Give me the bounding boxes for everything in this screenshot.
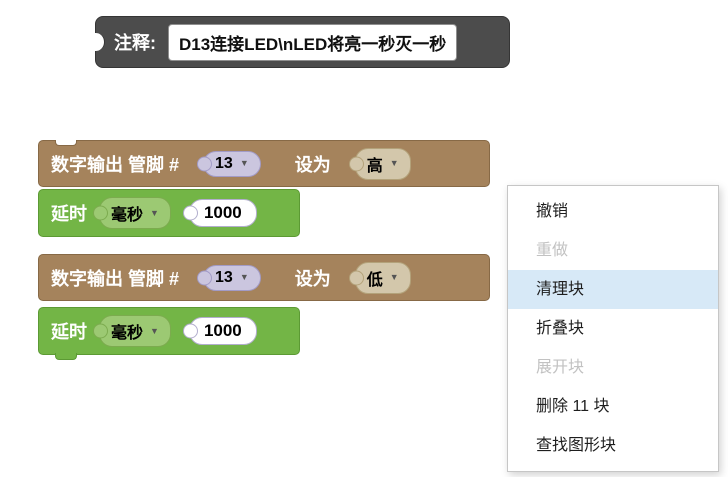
level-dropdown[interactable]: 高 ▼	[354, 147, 411, 180]
duration-field[interactable]: 1000	[188, 317, 257, 345]
duration-field[interactable]: 1000	[188, 199, 257, 227]
pin-value: 13	[215, 268, 233, 286]
menu-item-undo[interactable]: 撤销	[536, 203, 569, 220]
dropdown-arrow-icon: ▼	[150, 325, 159, 336]
block-digital-output-1[interactable]: 数字输出 管脚 # 13 ▼ 设为 高 ▼	[38, 140, 490, 187]
menu-item-redo: 重做	[536, 242, 569, 259]
menu-item-collapse-blocks[interactable]: 折叠块	[536, 320, 585, 337]
dropdown-arrow-icon: ▼	[389, 158, 399, 168]
delay-label: 延时	[51, 204, 87, 224]
block-digital-output-2[interactable]: 数字输出 管脚 # 13 ▼ 设为 低 ▼	[38, 254, 490, 301]
dropdown-arrow-icon: ▼	[389, 272, 399, 282]
comment-text-field[interactable]: D13连接LED\nLED将亮一秒灭一秒	[168, 23, 458, 61]
set-to-label: 设为	[294, 154, 331, 175]
comment-block[interactable]: 注释: D13连接LED\nLED将亮一秒灭一秒	[95, 16, 510, 68]
dropdown-arrow-icon: ▼	[239, 158, 249, 168]
pin-value: 13	[215, 154, 233, 172]
unit-value: 毫秒	[111, 207, 144, 224]
level-value: 高	[366, 157, 383, 175]
level-value: 低	[366, 271, 383, 289]
set-to-label: 设为	[294, 268, 331, 289]
delay-label: 延时	[51, 322, 87, 342]
comment-label: 注释:	[114, 33, 156, 53]
block-delay-1[interactable]: 延时 毫秒 ▼ 1000	[38, 189, 300, 237]
pin-dropdown[interactable]: 13 ▼	[203, 264, 261, 291]
dropdown-arrow-icon: ▼	[150, 207, 159, 218]
unit-dropdown[interactable]: 毫秒 ▼	[99, 315, 171, 347]
block-delay-2[interactable]: 延时 毫秒 ▼ 1000	[38, 307, 300, 360]
menu-item-delete-blocks[interactable]: 删除 11 块	[536, 398, 610, 415]
menu-item-cleanup-blocks[interactable]: 清理块	[508, 270, 718, 309]
unit-value: 毫秒	[111, 325, 144, 342]
unit-dropdown[interactable]: 毫秒 ▼	[99, 197, 171, 229]
duration-value: 1000	[203, 203, 242, 222]
digital-output-label: 数字输出 管脚 #	[51, 154, 180, 175]
level-dropdown[interactable]: 低 ▼	[354, 261, 411, 294]
menu-item-find-blocks[interactable]: 查找图形块	[536, 437, 617, 454]
context-menu: 撤销 重做 清理块 折叠块 展开块 删除 11 块 查找图形块	[507, 185, 719, 472]
duration-value: 1000	[203, 321, 242, 340]
pin-dropdown[interactable]: 13 ▼	[203, 150, 261, 177]
dropdown-arrow-icon: ▼	[239, 272, 249, 282]
digital-output-label: 数字输出 管脚 #	[51, 268, 180, 289]
menu-item-expand-blocks: 展开块	[536, 359, 585, 376]
